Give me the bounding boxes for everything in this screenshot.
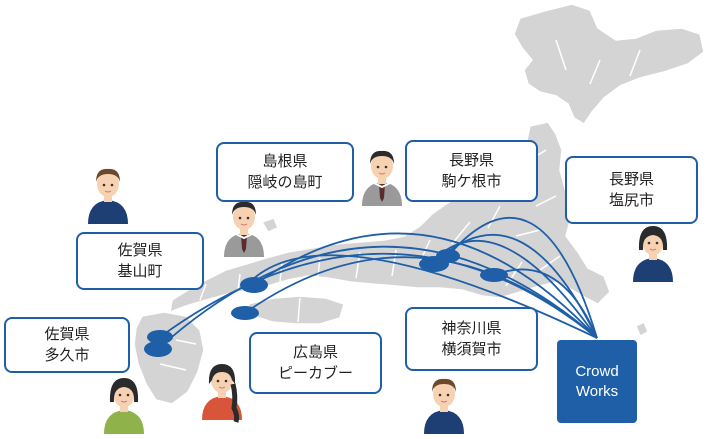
city-name: 塩尻市 (608, 191, 654, 209)
pref-name: 神奈川県 (441, 319, 502, 337)
pref-name: 長野県 (608, 170, 654, 188)
pref-name: 長野県 (448, 151, 494, 169)
curve-saga-taku (157, 245, 598, 350)
label-nagano-shiojiri: 長野県 塩尻市 (565, 156, 698, 224)
person-man-tie-icon (362, 150, 402, 206)
pref-name: 佐賀県 (117, 241, 163, 259)
pref-name: 広島県 (292, 343, 338, 361)
person-man-tie-icon (224, 201, 264, 257)
city-name: ピーカブー (277, 364, 353, 382)
label-kanagawa-yokosuka: 神奈川県 横須賀市 (405, 307, 538, 371)
curve-nagano-c (435, 239, 598, 339)
izu-islands-shape (635, 320, 649, 338)
japan-map (133, 3, 705, 405)
crowdworks-line-2: Works (575, 382, 619, 400)
node-saga-taku (144, 341, 172, 357)
curve-kanagawa (493, 268, 598, 339)
person-woman-icon (633, 226, 673, 282)
label-saga-kiyama: 佐賀県 基山町 (76, 232, 204, 290)
city-name: 基山町 (117, 262, 163, 280)
curve-nagano-b (447, 216, 598, 339)
kyushu-shape (133, 311, 205, 405)
crowdworks-box: Crowd Works (557, 340, 637, 423)
person-boy-icon (104, 378, 144, 434)
label-saga-taku: 佐賀県 多久市 (4, 317, 130, 373)
person-girl-braid-icon (202, 364, 242, 423)
people-group (88, 150, 673, 434)
person-man-icon (88, 168, 128, 224)
label-nagano-komagane: 長野県 駒ケ根市 (405, 140, 538, 202)
node-nagano-b (436, 249, 460, 263)
city-name: 駒ケ根市 (441, 172, 502, 190)
honshu-shape (169, 121, 611, 314)
oki-islands-shape (260, 217, 279, 233)
location-nodes (144, 249, 508, 357)
connection-lines (157, 216, 598, 350)
node-kanagawa (480, 268, 508, 282)
label-shimane-okinoshima: 島根県 隠岐の島町 (216, 142, 354, 202)
city-name: 隠岐の島町 (247, 173, 323, 191)
label-hiroshima-peakabuu: 広島県 ピーカブー (249, 332, 382, 394)
hokkaido-shape (513, 3, 705, 126)
crowdworks-line-1: Crowd (575, 362, 619, 380)
node-saga-kiyama (147, 330, 173, 344)
node-hiroshima (231, 306, 259, 320)
shikoku-shape (246, 295, 345, 325)
person-man-icon (424, 378, 464, 434)
city-name: 横須賀市 (441, 340, 502, 358)
curve-hiroshima (244, 256, 598, 339)
pref-name: 島根県 (262, 152, 308, 170)
pref-name: 佐賀県 (44, 325, 90, 343)
node-shimane (240, 277, 268, 293)
curve-saga-kiyama (159, 252, 598, 339)
city-name: 多久市 (44, 346, 90, 364)
